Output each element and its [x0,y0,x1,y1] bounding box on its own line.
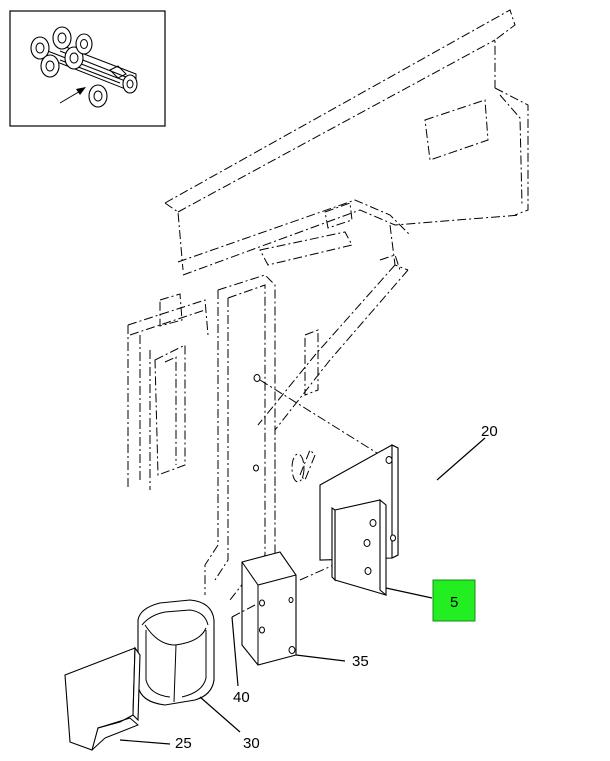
plate-part-5 [331,498,387,597]
callout-30[interactable]: 30 [243,735,260,752]
leader-lines [119,437,486,745]
alignment-line [231,604,256,618]
callout-5-label: 5 [450,594,458,611]
frame-holes [253,374,261,472]
callout-25-label: 25 [175,735,192,752]
callout-25[interactable]: 25 [175,735,192,752]
callout-40[interactable]: 40 [233,689,250,706]
callout-35-label: 35 [352,653,369,670]
callout-35[interactable]: 35 [352,653,369,670]
locator-inset [9,10,166,127]
callout-30-label: 30 [243,735,260,752]
cab-structure-phantom [127,9,529,601]
block-part-35 [241,551,297,666]
callout-5[interactable]: 5 [432,579,476,622]
vehicle-chassis-locator-icon [30,26,138,108]
callout-40-label: 40 [233,689,250,706]
callout-20-label: 20 [481,423,498,440]
callout-20[interactable]: 20 [481,423,498,440]
bumper-part-30 [137,599,215,706]
cover-part-25 [64,646,141,751]
alignment-line [259,379,386,459]
